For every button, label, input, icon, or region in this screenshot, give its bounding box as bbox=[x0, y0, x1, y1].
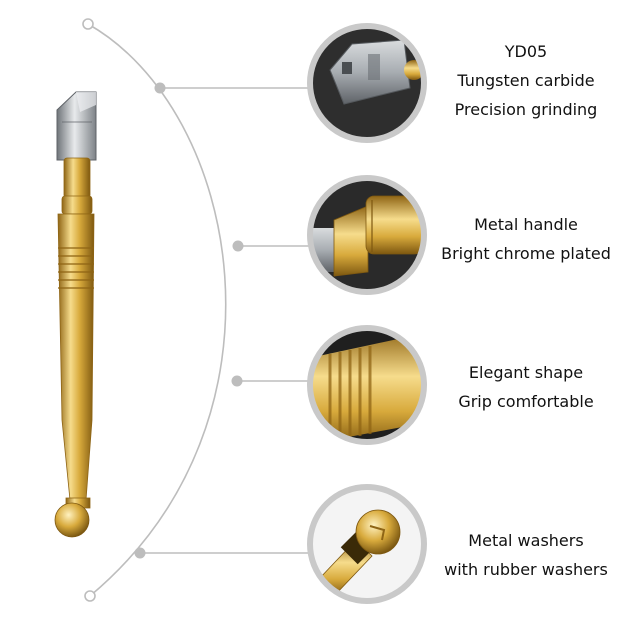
glass-cutter-tool bbox=[54, 91, 97, 538]
feature-3-line-2: Grip comfortable bbox=[458, 392, 594, 411]
connector-4 bbox=[134, 547, 312, 559]
feature-caption-1: YD05 Tungsten carbide Precision grinding bbox=[416, 37, 636, 124]
cutting-head-closeup bbox=[307, 23, 427, 143]
connector-1 bbox=[154, 82, 312, 94]
feature-caption-3: Elegant shape Grip comfortable bbox=[416, 358, 636, 416]
feature-2-line-1: Metal handle bbox=[474, 215, 578, 234]
feature-1-line-3: Precision grinding bbox=[454, 100, 598, 119]
feature-4-line-2: with rubber washers bbox=[444, 560, 608, 579]
feature-2-line-2: Bright chrome plated bbox=[441, 244, 611, 263]
feature-1-line-1: YD05 bbox=[504, 42, 548, 61]
grip-closeup bbox=[307, 325, 427, 445]
connector-3 bbox=[231, 375, 312, 387]
feature-caption-4: Metal washers with rubber washers bbox=[416, 526, 636, 584]
curve-line bbox=[87, 23, 227, 597]
handle-collar-closeup bbox=[307, 175, 427, 295]
feature-1-line-2: Tungsten carbide bbox=[457, 71, 595, 90]
feature-4-line-1: Metal washers bbox=[468, 531, 584, 550]
connector-2 bbox=[232, 240, 312, 252]
arc-end-dot-top bbox=[82, 18, 94, 30]
arc-end-dot-bottom bbox=[84, 590, 96, 602]
end-cap-closeup bbox=[307, 484, 427, 604]
feature-3-line-1: Elegant shape bbox=[468, 363, 584, 382]
feature-caption-2: Metal handle Bright chrome plated bbox=[416, 210, 636, 268]
